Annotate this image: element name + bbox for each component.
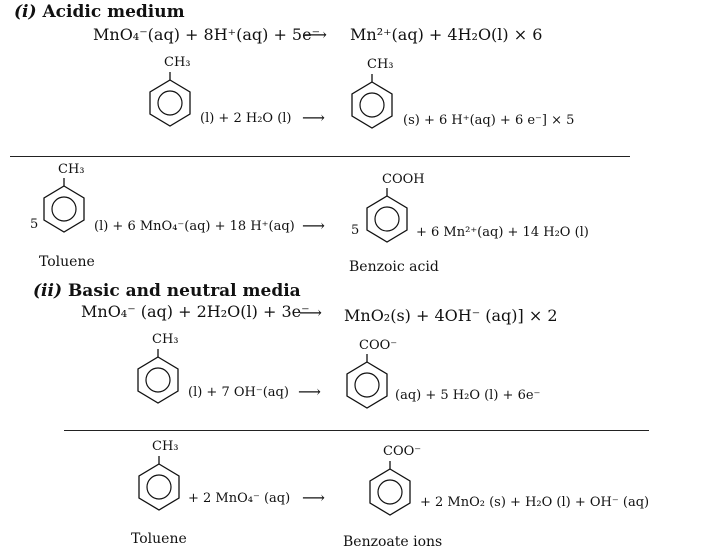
- reaction-arrow: ⟶: [304, 25, 327, 44]
- reaction-arrow: ⟶: [302, 216, 325, 235]
- heading-text: Acidic medium: [42, 2, 185, 22]
- reactant-terms: (l) + 2 H₂O (l): [200, 111, 292, 126]
- benzene-ring-icon: [43, 178, 85, 233]
- half-reaction-left: MnO₄⁻(aq) + 8H⁺(aq) + 5e⁻: [93, 25, 321, 44]
- substituent-label: CH₃: [58, 162, 85, 177]
- reaction-arrow: ⟶: [302, 108, 325, 127]
- compound-label: Toluene: [39, 254, 95, 270]
- product-terms: + 2 MnO₂ (s) + H₂O (l) + OH⁻ (aq): [420, 495, 650, 510]
- benzene-ring-icon: [351, 74, 393, 129]
- section-heading-basic: (ii) Basic and neutral media: [33, 283, 301, 300]
- reactant-terms: (l) + 6 MnO₄⁻(aq) + 18 H⁺(aq): [94, 219, 295, 234]
- compound-label: Toluene: [131, 531, 187, 547]
- stoichiometric-coefficient: 5: [351, 223, 360, 238]
- substituent-label: COOH: [382, 172, 425, 187]
- substituent-label: COO⁻: [359, 338, 398, 353]
- benzene-ring-icon: [138, 456, 180, 511]
- substituent-label: COO⁻: [383, 444, 422, 459]
- reaction-arrow: ⟶: [298, 382, 321, 401]
- product-terms: (s) + 6 H⁺(aq) + 6 e⁻] × 5: [403, 113, 575, 128]
- benzene-ring-icon: [366, 188, 408, 243]
- benzene-ring-icon: [149, 72, 191, 127]
- reactant-terms: + 2 MnO₄⁻ (aq): [188, 491, 291, 506]
- compound-label: Benzoate ions: [343, 534, 443, 550]
- half-reaction-left: MnO₄⁻ (aq) + 2H₂O(l) + 3e⁻: [81, 302, 310, 321]
- half-reaction-right: Mn²⁺(aq) + 4H₂O(l) × 6: [350, 25, 543, 44]
- half-reaction-right: MnO₂(s) + 4OH⁻ (aq)] × 2: [344, 306, 558, 325]
- compound-label: Benzoic acid: [349, 259, 439, 275]
- heading-text: Basic and neutral media: [67, 281, 301, 301]
- reactant-terms: (l) + 7 OH⁻(aq): [188, 385, 289, 400]
- benzene-ring-icon: [346, 354, 388, 409]
- substituent-label: CH₃: [152, 439, 179, 454]
- substituent-label: CH₃: [164, 55, 191, 70]
- divider: [64, 430, 649, 431]
- substituent-label: CH₃: [367, 57, 394, 72]
- benzene-ring-icon: [137, 349, 179, 404]
- reaction-arrow: ⟶: [299, 303, 322, 322]
- substituent-label: CH₃: [152, 332, 179, 347]
- product-terms: + 6 Mn²⁺(aq) + 14 H₂O (l): [416, 225, 589, 240]
- heading-number: (i): [14, 2, 37, 22]
- divider: [10, 156, 630, 157]
- stoichiometric-coefficient: 5: [30, 217, 39, 232]
- product-terms: (aq) + 5 H₂O (l) + 6e⁻: [395, 388, 541, 403]
- section-heading-acidic: (i) Acidic medium: [14, 4, 185, 21]
- heading-number: (ii): [33, 281, 63, 301]
- reaction-arrow: ⟶: [302, 488, 325, 507]
- benzene-ring-icon: [369, 461, 411, 516]
